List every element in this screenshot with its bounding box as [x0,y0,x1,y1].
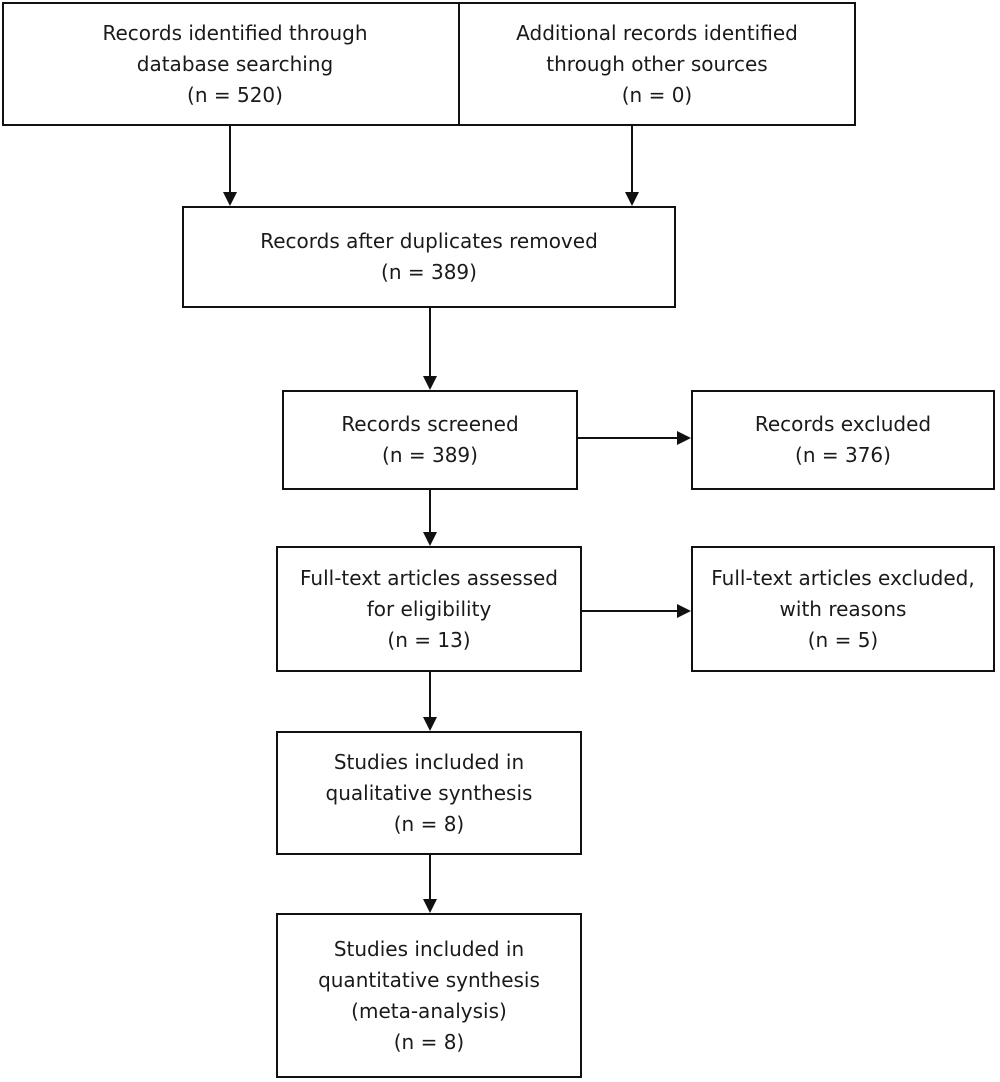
box-count: (n = 5) [807,627,879,652]
box-line: Records identified through [102,20,368,45]
box-line: with reasons [779,596,907,621]
box-count: (n = 0) [621,82,693,107]
box-count: (n = 13) [387,627,471,652]
box-line: Records after duplicates removed [260,229,598,253]
records-excluded-box: Records excluded (n = 376) [691,390,995,490]
records-identified-other-box: Additional records identified through ot… [458,2,856,126]
fulltext-assessed-box: Full-text articles assessed for eligibil… [276,546,582,672]
arrow-screened-to-excluded [578,431,691,445]
box-line: database searching [136,51,334,76]
box-line: Full-text articles assessed [300,565,558,590]
qualitative-synthesis-box: Studies included in qualitative synthesi… [276,731,582,855]
arrow-fulltext-to-qualitative [423,672,437,731]
arrow-db-to-dup [223,126,237,206]
arrow-dup-to-screened [423,308,437,390]
box-line: Additional records identified [516,20,798,45]
box-count: (n = 8) [393,1029,465,1054]
records-screened-box: Records screened (n = 389) [282,390,578,490]
box-line: qualitative synthesis [325,780,533,805]
box-line: Records excluded [754,412,932,436]
box-line: for eligibility [366,596,492,621]
arrow-other-to-dup [625,126,639,206]
box-line: quantitative synthesis [318,967,540,992]
arrow-qualitative-to-quantitative [423,855,437,913]
box-line: Full-text articles excluded, [711,565,975,590]
box-count: (n = 520) [187,82,283,107]
box-count: (n = 8) [393,811,465,836]
arrow-screened-to-fulltext [423,490,437,546]
box-line: (meta-analysis) [351,998,507,1023]
records-identified-database-box: Records identified through database sear… [2,2,468,126]
box-line: Studies included in [333,749,525,774]
box-line: through other sources [546,51,768,76]
fulltext-excluded-box: Full-text articles excluded, with reason… [691,546,995,672]
records-after-duplicates-box: Records after duplicates removed (n = 38… [182,206,676,308]
quantitative-synthesis-box: Studies included in quantitative synthes… [276,913,582,1078]
box-count: (n = 389) [381,260,477,284]
box-line: Records screened [341,412,519,436]
box-line: Studies included in [333,936,525,961]
box-count: (n = 376) [795,443,891,467]
box-count: (n = 389) [382,443,478,467]
arrow-fulltext-to-excluded [582,604,691,618]
